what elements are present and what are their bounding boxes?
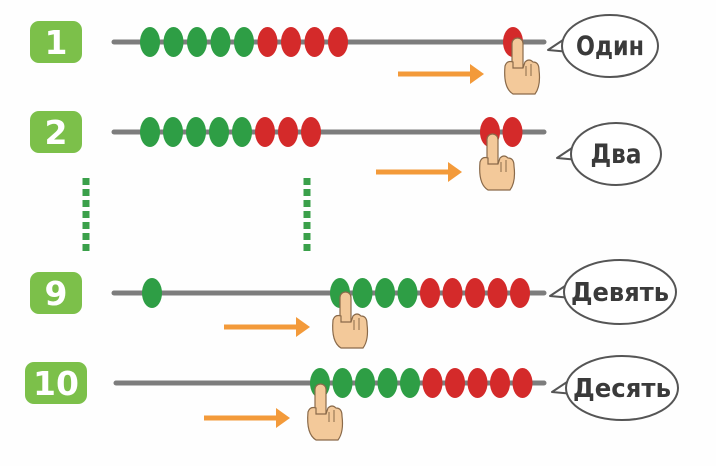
- row-number: 9: [45, 274, 68, 313]
- number-badge: [30, 272, 82, 314]
- green-bead: [332, 368, 353, 398]
- red-bead: [281, 27, 301, 57]
- red-bead: [502, 117, 523, 147]
- red-bead: [510, 278, 530, 308]
- orange-right-arrow-icon: [470, 64, 484, 84]
- number-word: Девять: [571, 278, 669, 308]
- dot: [82, 178, 90, 185]
- green-bead: [140, 27, 160, 57]
- number-word: Один: [576, 31, 644, 62]
- green-bead: [209, 117, 229, 147]
- dot: [82, 189, 90, 196]
- pointing-hand-icon: [479, 133, 516, 191]
- red-bead: [304, 27, 325, 57]
- red-bead: [467, 368, 488, 398]
- number-badge: [30, 21, 82, 63]
- pointing-hand-icon: [307, 383, 344, 441]
- red-bead: [442, 278, 463, 308]
- speech-bubble-outline: [563, 259, 677, 325]
- dot: [303, 244, 311, 251]
- speech-bubble-icon: Два: [556, 122, 662, 186]
- dot: [82, 211, 90, 218]
- speech-bubble-icon: Девять: [549, 259, 677, 325]
- red-bead: [487, 278, 508, 308]
- row-number: 10: [33, 364, 79, 403]
- abacus-row-9: 9 Девять: [30, 259, 677, 349]
- red-bead: [278, 117, 298, 147]
- hand-crease: [525, 64, 532, 76]
- green-bead: [234, 27, 254, 57]
- green-bead: [232, 117, 252, 147]
- dotted-continuation-1: [82, 178, 90, 251]
- number-badge: [25, 362, 87, 404]
- green-bead: [397, 278, 418, 308]
- abacus-row-1: 1 Один: [30, 14, 659, 95]
- pointing-hand-icon: [504, 37, 541, 95]
- hand-crease: [500, 160, 507, 172]
- orange-right-arrow-icon: [296, 317, 310, 337]
- green-bead: [163, 117, 183, 147]
- hand-finger: [314, 383, 327, 419]
- speech-bubble-outline: [570, 122, 662, 186]
- green-bead: [375, 278, 395, 308]
- dot: [303, 178, 311, 185]
- hand-finger: [511, 37, 524, 73]
- green-bead: [140, 117, 160, 147]
- orange-right-arrow-icon: [448, 162, 462, 182]
- speech-bubble-outline: [565, 355, 679, 421]
- row-number: 1: [45, 23, 68, 62]
- red-bead: [490, 368, 510, 398]
- green-bead: [400, 368, 420, 398]
- speech-bubble-outline: [561, 14, 659, 78]
- dot: [82, 222, 90, 229]
- green-bead: [377, 368, 398, 398]
- dot: [82, 244, 90, 251]
- dot: [303, 189, 311, 196]
- green-bead: [163, 27, 184, 57]
- red-bead: [512, 368, 533, 398]
- speech-bubble-icon: Один: [547, 14, 659, 78]
- number-badge: [30, 111, 82, 153]
- green-bead: [355, 368, 375, 398]
- number-word: Десять: [573, 374, 671, 404]
- row-number: 2: [45, 113, 68, 152]
- dot: [82, 200, 90, 207]
- red-bead: [465, 278, 485, 308]
- red-bead: [257, 27, 278, 57]
- dot: [303, 211, 311, 218]
- green-bead: [210, 27, 231, 57]
- red-bead: [420, 278, 440, 308]
- speech-bubble-icon: Десять: [551, 355, 679, 421]
- pointing-hand-icon: [332, 291, 369, 349]
- hand-crease: [353, 318, 360, 330]
- dot: [303, 233, 311, 240]
- dot: [303, 200, 311, 207]
- number-word: Два: [591, 139, 642, 170]
- hand-finger: [486, 133, 499, 169]
- hand-crease: [328, 410, 335, 422]
- red-bead: [301, 117, 321, 147]
- orange-right-arrow-icon: [276, 408, 290, 428]
- hand-finger: [339, 291, 352, 327]
- green-bead: [187, 27, 207, 57]
- red-bead: [445, 368, 465, 398]
- red-bead: [328, 27, 348, 57]
- green-bead: [142, 278, 162, 308]
- green-bead: [186, 117, 206, 147]
- dot: [303, 222, 311, 229]
- abacus-row-10: 10 Десять: [25, 355, 679, 441]
- red-bead: [422, 368, 443, 398]
- red-bead: [255, 117, 275, 147]
- dotted-continuation-2: [303, 178, 311, 251]
- dot: [82, 233, 90, 240]
- green-bead: [352, 278, 373, 308]
